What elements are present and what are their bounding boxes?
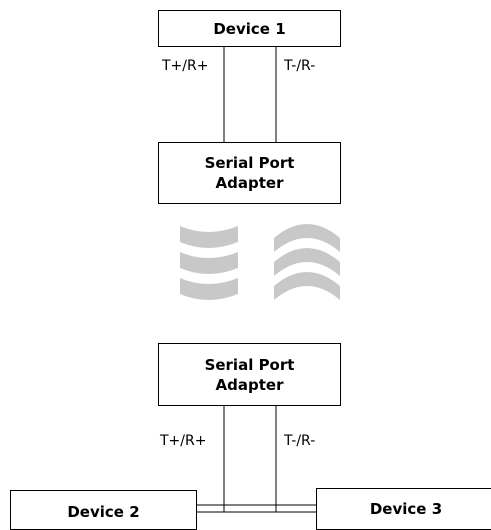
bottom-tminus-label: T-/R- bbox=[284, 433, 316, 449]
bottom-tplus-label: T+/R+ bbox=[160, 433, 207, 449]
top-adapter-label: Serial Port Adapter bbox=[204, 154, 295, 192]
device-2-label: Device 2 bbox=[67, 503, 140, 521]
device-3-box: Device 3 bbox=[316, 488, 491, 530]
top-tminus-label: T-/R- bbox=[284, 58, 316, 74]
device-1-label: Device 1 bbox=[213, 19, 286, 38]
device-2-box: Device 2 bbox=[10, 490, 197, 530]
device-1-box: Device 1 bbox=[158, 10, 341, 47]
bottom-adapter-label: Serial Port Adapter bbox=[204, 355, 295, 394]
top-tplus-label: T+/R+ bbox=[162, 58, 209, 74]
device-3-label: Device 3 bbox=[369, 500, 443, 518]
wireless-waves-icon bbox=[180, 224, 340, 300]
top-serial-port-adapter: Serial Port Adapter bbox=[158, 142, 341, 204]
bottom-serial-port-adapter: Serial Port Adapter bbox=[158, 343, 341, 406]
